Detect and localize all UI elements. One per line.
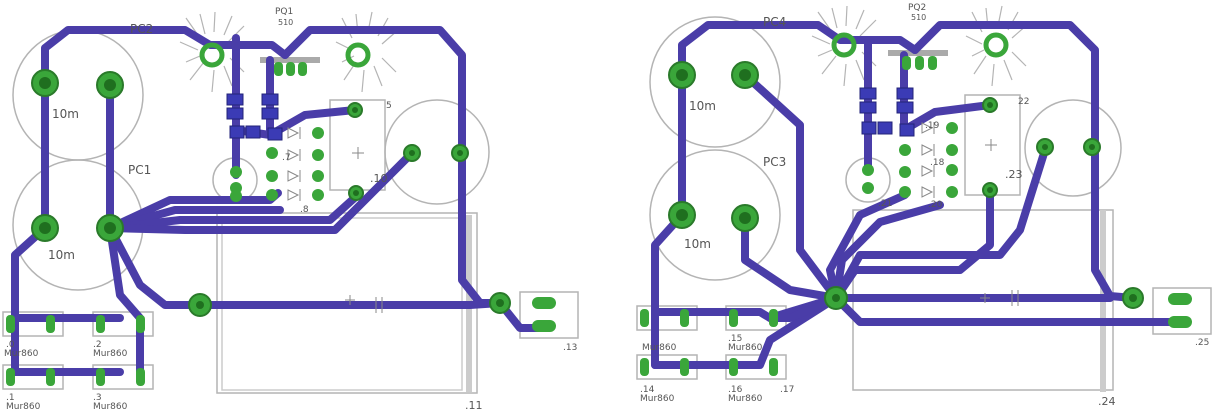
d0-mur: Mur860 — [4, 349, 39, 359]
label-7: .7 — [282, 153, 291, 163]
pq1-value: 510 — [278, 18, 293, 27]
connector-25-outline — [1152, 287, 1212, 335]
label-13: .13 — [563, 343, 577, 353]
pc4-name: PC4 — [763, 15, 786, 29]
label-10: .10 — [370, 172, 388, 185]
d2-label: .2 — [93, 340, 102, 350]
d2-outline — [92, 311, 154, 337]
d14-mur: Mur860 — [642, 343, 677, 353]
d3-label: .3 — [93, 393, 102, 403]
d0-outline — [2, 311, 64, 337]
label-8: .8 — [300, 205, 309, 215]
d16-mur: Mur860 — [640, 394, 675, 404]
left-silkscreen — [2, 29, 579, 394]
d3-outline — [92, 364, 154, 390]
right-labels: PQ2 510 PC4 10m PC3 10m 22 .18 .19 .20 .… — [640, 3, 1209, 408]
d1-outline — [2, 364, 64, 390]
pc2-outline — [12, 29, 144, 161]
right-silkscreen — [636, 16, 1212, 392]
d17-mur: Mur860 — [728, 394, 763, 404]
label-11: .11 — [465, 399, 483, 412]
d2-mur: Mur860 — [93, 349, 128, 359]
label-25: .25 — [1195, 338, 1209, 348]
pc3-value: 10m — [684, 237, 711, 251]
pc3-outline — [649, 149, 781, 281]
d1-label: .1 — [6, 393, 15, 403]
left-smd-pads — [226, 93, 283, 141]
pc4-value: 10m — [689, 99, 716, 113]
connector-13-outline — [519, 291, 579, 339]
cap-cap-outline — [1024, 99, 1122, 197]
pc1-name: PC1 — [128, 163, 151, 177]
label-19: .19 — [925, 121, 940, 131]
d15-mur: Mur860 — [728, 343, 763, 353]
label-20: .20 — [928, 200, 943, 210]
right-board: PQ2 510 PC4 10m PC3 10m 22 .18 .19 .20 .… — [636, 3, 1212, 408]
d17-label: .17 — [780, 385, 794, 395]
right-diode-symbols — [921, 122, 1019, 306]
right-traces — [651, 21, 1184, 369]
label-18: .18 — [930, 158, 945, 168]
label-22: 22 — [1018, 97, 1029, 107]
pad — [345, 42, 371, 68]
right-smd-pads — [859, 87, 915, 137]
d16-label: .16 — [728, 385, 743, 395]
pq2-value: 510 — [911, 13, 926, 22]
d14-label: .14 — [640, 385, 655, 395]
label-23: .23 — [1005, 168, 1023, 181]
d0-label: .0 — [6, 340, 15, 350]
left-board: PQ1 510 PC2 10m PC1 10m 5 .7 .8 .10 .11 … — [2, 7, 579, 412]
pq1-name: PQ1 — [275, 7, 293, 17]
label-24: .24 — [1098, 395, 1116, 408]
cap-10-outline — [384, 99, 490, 205]
pc2-value: 10m — [52, 107, 79, 121]
d1-mur: Mur860 — [6, 402, 41, 412]
pc3-name: PC3 — [763, 155, 786, 169]
heatsink-right — [965, 5, 1029, 87]
pq2-name: PQ2 — [908, 3, 926, 13]
pc4-outline — [649, 16, 781, 148]
label-5: 5 — [386, 101, 392, 111]
left-diode-symbols — [287, 127, 383, 313]
left-labels: PQ1 510 PC2 10m PC1 10m 5 .7 .8 .10 .11 … — [4, 7, 577, 412]
pc1-value: 10m — [48, 248, 75, 262]
label-21: .21 — [878, 199, 892, 209]
right-pads — [640, 32, 1192, 376]
d3-mur: Mur860 — [93, 402, 128, 412]
d14-outline — [636, 305, 698, 331]
d15-label: .15 — [728, 334, 742, 344]
left-pads — [6, 42, 556, 386]
pc2-name: PC2 — [130, 22, 153, 36]
pad — [199, 42, 225, 68]
